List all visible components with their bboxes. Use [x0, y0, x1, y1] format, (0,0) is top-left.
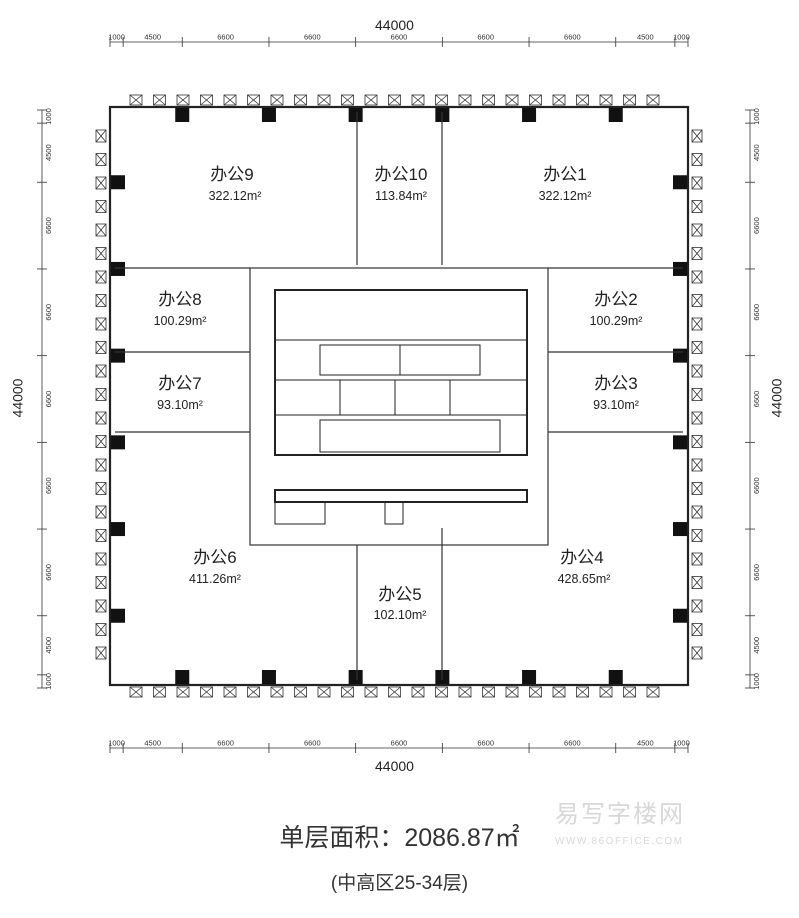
watermark-logo: 易写字楼网 [555, 801, 685, 828]
column [111, 348, 125, 363]
column [111, 261, 125, 276]
floor-range-caption: (中高区25-34层) [330, 873, 469, 894]
column [522, 108, 537, 122]
room-area: 93.10m² [593, 398, 639, 412]
dimension-left-total: 44000 [9, 378, 26, 418]
dimension-segment-label: 6600 [44, 304, 53, 321]
dimension-segment-label: 6600 [44, 564, 53, 581]
column [673, 522, 687, 537]
column [261, 670, 276, 684]
dimension-segment-label: 4500 [637, 739, 654, 748]
dimension-segment-label: 6600 [752, 217, 761, 234]
room-name: 办公6 [193, 548, 237, 567]
dimension-segment-label: 6600 [44, 217, 53, 234]
dimension-segment-label: 6600 [564, 739, 581, 748]
room-name: 办公4 [560, 548, 604, 567]
dimension-segment-label: 6600 [391, 33, 408, 42]
column [111, 608, 125, 623]
dimension-segment-label: 1000 [673, 33, 690, 42]
column [111, 435, 125, 450]
dimension-segment-label: 1000 [108, 739, 125, 748]
column [261, 108, 276, 122]
room-area: 428.65m² [557, 572, 611, 586]
dimension-segment-label: 4500 [144, 33, 161, 42]
column [175, 108, 190, 122]
column [111, 175, 125, 190]
building-core [274, 289, 528, 525]
room-name: 办公3 [594, 374, 638, 393]
floor-area-caption: 单层面积：2086.87㎡ [279, 824, 520, 852]
dimension-segment-label: 6600 [44, 477, 53, 494]
room-area: 100.29m² [589, 314, 643, 328]
room-area: 322.12m² [538, 189, 592, 203]
dimension-segment-label: 4500 [637, 33, 654, 42]
dimension-segment-label: 1000 [44, 108, 53, 125]
dimension-top-total: 44000 [375, 17, 414, 33]
room-area: 113.84m² [375, 189, 427, 203]
dimension-segment-label: 6600 [752, 304, 761, 321]
room-name: 办公5 [378, 585, 422, 604]
dimension-segment-label: 4500 [44, 144, 53, 161]
dimension-segment-label: 1000 [44, 673, 53, 690]
room-area: 322.12m² [208, 189, 262, 203]
dimension-segment-label: 6600 [304, 33, 321, 42]
dimension-segment-label: 4500 [144, 739, 161, 748]
dimension-lines: 1000 4500 6600 6600 6600 6600 6600 4500 1000 1000… [37, 33, 761, 753]
watermark-url: WWW.86OFFICE.COM [555, 836, 684, 847]
dimension-segment-label: 6600 [477, 33, 494, 42]
column [608, 108, 623, 122]
dimension-segment-label: 1000 [752, 673, 761, 690]
dimension-segment-label: 4500 [44, 637, 53, 654]
column [673, 348, 687, 363]
column [673, 175, 687, 190]
column [348, 670, 363, 684]
column [522, 670, 537, 684]
room-area: 100.29m² [153, 314, 207, 328]
column [608, 670, 623, 684]
dimension-segment-label: 6600 [752, 477, 761, 494]
column [673, 608, 687, 623]
dimension-segment-label: 1000 [673, 739, 690, 748]
dimension-segment-label: 4500 [752, 637, 761, 654]
dimension-segment-label: 6600 [217, 33, 234, 42]
dimension-segment-label: 6600 [217, 739, 234, 748]
room-name: 办公2 [594, 290, 638, 309]
column [673, 435, 687, 450]
window-symbols [95, 94, 703, 698]
column [673, 261, 687, 276]
dimension-bottom-total: 44000 [375, 758, 414, 774]
building-outline [108, 105, 690, 687]
column [111, 522, 125, 537]
dimension-segment-label: 1000 [108, 33, 125, 42]
dimension-segment-label: 6600 [391, 739, 408, 748]
room-name: 办公7 [158, 374, 202, 393]
column [175, 670, 190, 684]
dimension-segment-label: 1000 [752, 108, 761, 125]
room-area: 102.10m² [373, 608, 427, 622]
room-name: 办公9 [210, 165, 254, 184]
dimension-right-total: 44000 [768, 378, 785, 418]
room-area: 93.10m² [157, 398, 203, 412]
room-area: 411.26m² [189, 572, 241, 586]
room-name: 办公10 [374, 165, 428, 184]
dimension-segment-label: 6600 [304, 739, 321, 748]
room-partitions [115, 112, 683, 680]
dimension-segment-label: 6600 [564, 33, 581, 42]
dimension-segment-label: 6600 [477, 739, 494, 748]
dimension-segment-label: 4500 [752, 144, 761, 161]
room-name: 办公1 [543, 165, 587, 184]
dimension-segment-label: 6600 [752, 391, 761, 408]
dimension-segment-label: 6600 [44, 391, 53, 408]
room-name: 办公8 [158, 290, 202, 309]
column [348, 108, 363, 122]
dimension-segment-label: 6600 [752, 564, 761, 581]
